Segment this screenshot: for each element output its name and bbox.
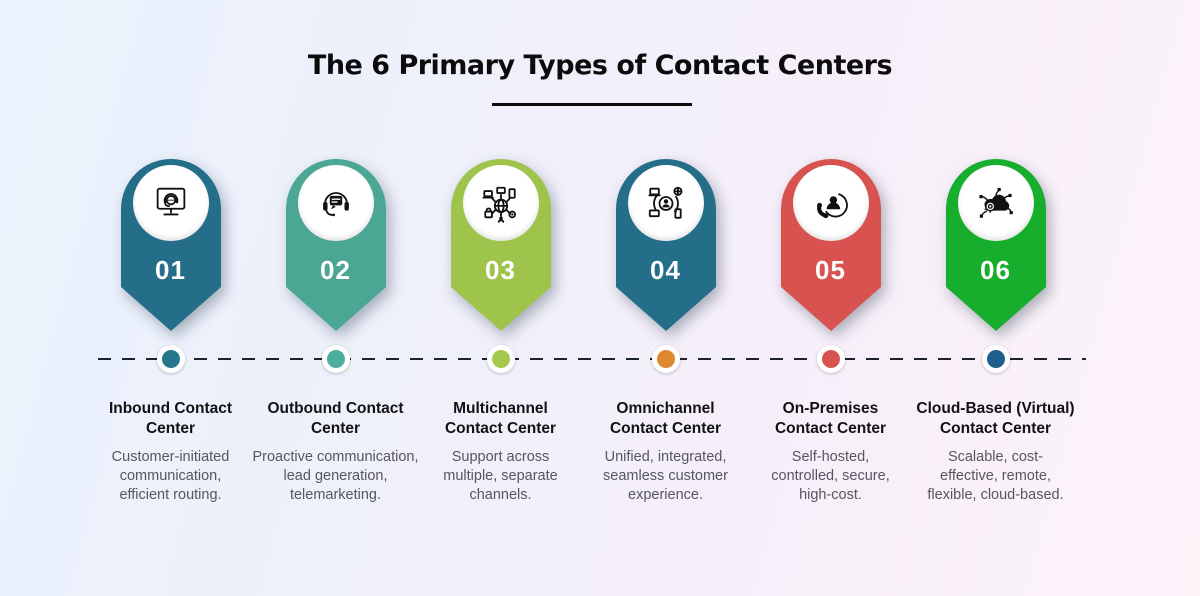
timeline-dot [486,345,515,373]
pin-marker: 06 [945,159,1046,332]
item-title: Multichannel Contact Center [444,400,557,437]
item-on-premises: 05 On-Premises Contact Center Self-hoste… [748,159,913,505]
phone-agent-icon [816,193,848,219]
pin-marker: 02 [285,159,386,332]
item-multichannel: 03 Multichannel Contact Center Support a… [418,159,583,505]
cloud-network-icon [978,187,1013,218]
pin-number: 02 [320,255,351,285]
pin-icon-circle [132,165,209,241]
timeline-dot [321,345,350,373]
pin-number: 01 [155,255,186,285]
pin-icon-circle [627,165,704,241]
pin-marker: 04 [615,159,716,332]
item-title: Omnichannel Contact Center [609,400,722,437]
pin-marker: 03 [450,159,551,332]
item-description: Self-hosted, controlled, secure, high-co… [771,448,890,503]
timeline-dot [981,345,1010,373]
item-description: Customer-initiated communication, effici… [111,448,230,503]
item-title: Cloud-Based (Virtual) Contact Center [916,400,1075,437]
network-devices-icon [481,186,516,223]
title-underline [492,103,692,106]
item-title: On-Premises Contact Center [774,400,887,437]
pin-marker: 01 [120,159,221,332]
pin-number: 03 [485,255,516,285]
pin-number: 05 [815,255,846,285]
contact-center-columns: 01 Inbound Contact Center Customer-initi… [88,159,1078,505]
monitor-headset-icon [156,187,185,216]
customer-channels-icon [647,186,682,219]
timeline-dot [816,345,845,373]
pin-number: 06 [980,255,1011,285]
pin-number: 04 [650,255,681,285]
pin-marker: 05 [780,159,881,332]
item-cloud-based: 06 Cloud-Based (Virtual) Contact Center … [913,159,1078,505]
item-description: Unified, integrated, seamless customer e… [603,448,728,503]
item-title: Inbound Contact Center [108,400,233,437]
timeline-dot [156,345,185,373]
item-description: Scalable, cost- effective, remote, flexi… [927,448,1064,503]
item-title: Outbound Contact Center [267,400,404,437]
pin-icon-circle [297,165,374,241]
pin-icon-circle [792,165,869,241]
timeline-dot [651,345,680,373]
item-inbound: 01 Inbound Contact Center Customer-initi… [88,159,253,505]
timeline-dashed-line [98,358,1086,360]
page-title: The 6 Primary Types of Contact Centers [307,50,893,81]
item-description: Proactive communication, lead generation… [252,448,419,503]
pin-icon-circle [462,165,539,241]
item-omnichannel: 04 Omnichannel Contact Center Unified, i… [583,159,748,505]
headset-chat-icon [322,192,349,217]
item-outbound: 02 Outbound Contact Center Proactive com… [252,159,419,505]
item-description: Support across multiple, separate channe… [443,448,558,503]
pin-icon-circle [957,165,1034,241]
